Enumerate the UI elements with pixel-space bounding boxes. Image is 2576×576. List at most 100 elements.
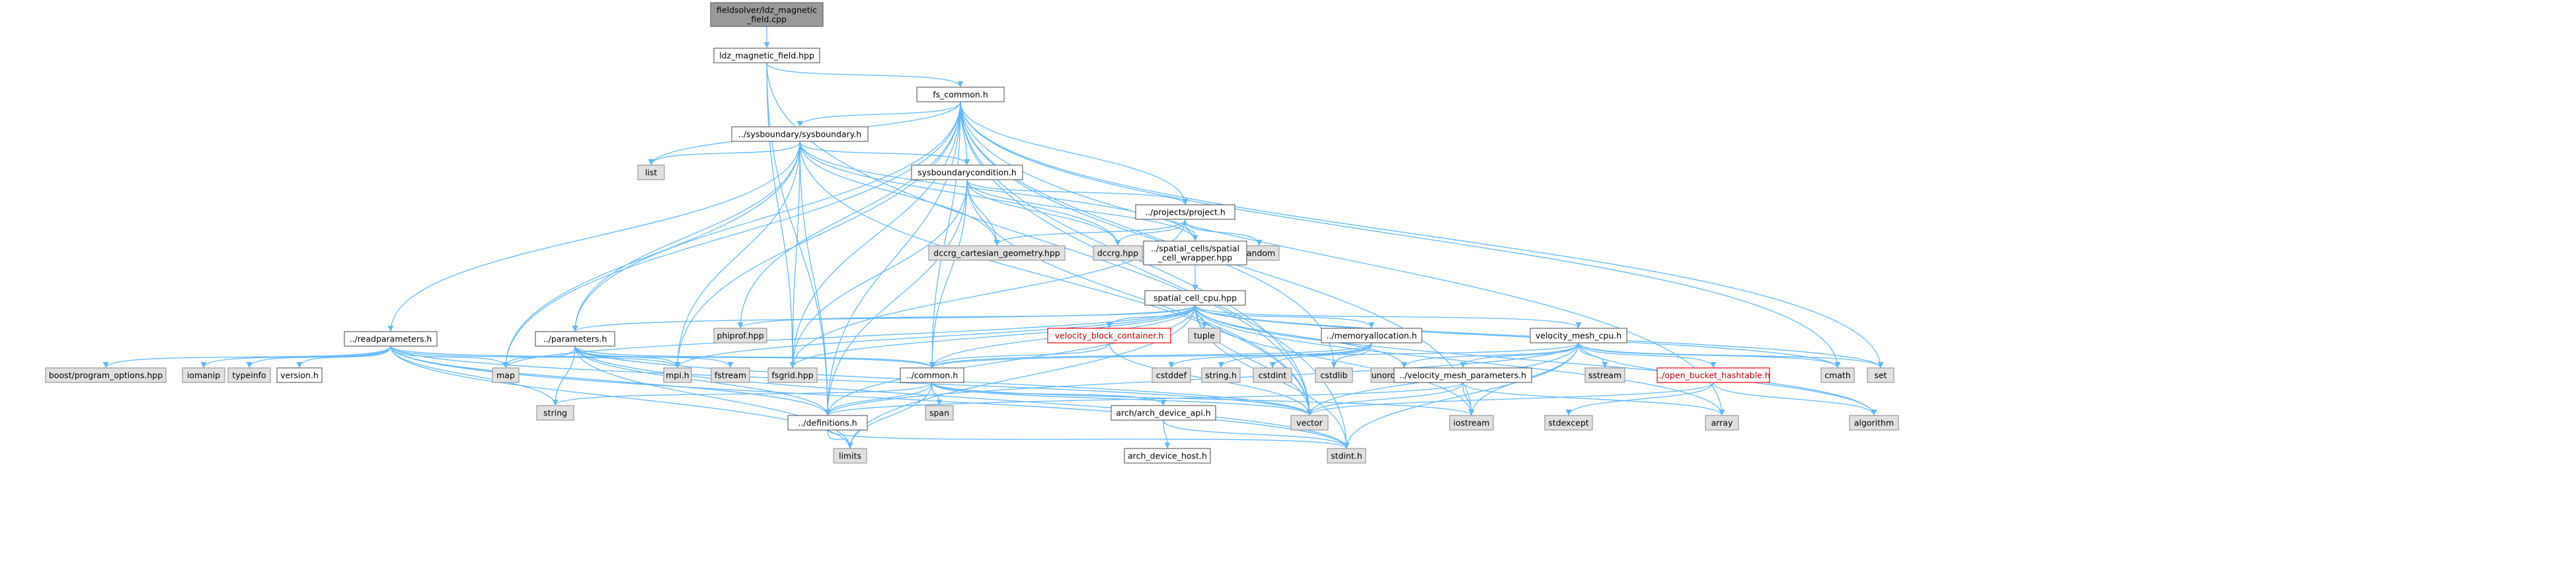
edge-fscommon-to-fsgrid xyxy=(789,101,961,369)
node-label: stdexcept xyxy=(1548,418,1588,428)
node-box xyxy=(1327,448,1366,464)
edge-spatialcpu-to-umap xyxy=(1194,305,1407,369)
node-label: ../open_bucket_hashtable.h xyxy=(1657,371,1770,380)
node-box xyxy=(45,367,167,383)
edge-readparams-to-iomanip xyxy=(200,345,391,369)
node-projects-project-h[interactable]: ../projects/project.h xyxy=(1135,204,1235,220)
edge-params-to-definitions xyxy=(574,345,831,416)
edge-spatialcpu-to-mpi xyxy=(674,305,1196,369)
edge-definitions-to-limits xyxy=(827,429,853,449)
edge-spatialcpu-to-fsgrid xyxy=(789,305,1196,369)
edge-sysboundary-to-sbcond xyxy=(799,141,970,166)
node-sysboundarycondition-h[interactable]: sysboundarycondition.h xyxy=(911,164,1023,180)
node-box xyxy=(1530,328,1627,343)
edge-readparams-to-string xyxy=(390,345,559,406)
edge-params-to-map xyxy=(502,345,576,369)
node-label: ../velocity_mesh_parameters.h xyxy=(1399,371,1526,380)
edge-fscommon-to-stdint xyxy=(960,101,1350,449)
node-box xyxy=(713,48,820,63)
node-spatial-cell-cpu-hpp[interactable]: spatial_cell_cpu.hpp xyxy=(1144,290,1246,306)
node-iomanip: iomanip xyxy=(182,367,225,383)
edge-readparams-to-version xyxy=(296,345,391,369)
node-box xyxy=(1151,367,1191,383)
node-memoryallocation-h[interactable]: ../memoryallocation.h xyxy=(1321,328,1423,343)
edge-readparams-to-boostpo xyxy=(102,345,391,369)
node-box xyxy=(637,164,665,180)
node-label: cmath xyxy=(1824,371,1851,380)
node-box xyxy=(1449,415,1494,431)
edge-sysboundary-to-list xyxy=(648,141,800,166)
node-label: set xyxy=(1874,371,1887,380)
node-map: map xyxy=(492,367,520,383)
node-velocity-block-container-h[interactable]: velocity_block_container.h xyxy=(1047,328,1171,343)
node-label: _cell_wrapper.hpp xyxy=(1157,253,1232,263)
edge-spatialcpu-to-definitions xyxy=(824,305,1196,416)
edge-spatialcpu-to-array xyxy=(1194,305,1725,416)
node-box xyxy=(1201,367,1241,383)
node-string-h: string.h xyxy=(1201,367,1241,383)
node-fieldsolver-ldz-magnetic-field-cpp[interactable]: fieldsolver/ldz_magnetic_field.cpp xyxy=(710,2,824,27)
node-dccrg-cartesian-geometry-hpp: dccrg_cartesian_geometry.hpp xyxy=(928,245,1066,261)
node-box xyxy=(344,331,438,347)
node-list: list xyxy=(637,164,665,180)
node-label: _field.cpp xyxy=(746,15,787,24)
edge-obh-to-stdexcept xyxy=(1565,382,1714,416)
node-label: stdint.h xyxy=(1331,451,1362,461)
node-arch-device-host-h[interactable]: arch_device_host.h xyxy=(1124,448,1211,464)
node-arch-arch-device-api-h[interactable]: arch/arch_device_api.h xyxy=(1111,405,1216,421)
node-box xyxy=(1135,204,1235,220)
node-label: arch/arch_device_api.h xyxy=(1116,408,1210,418)
node-box xyxy=(1321,328,1423,343)
node-ldz-magnetic-field-hpp[interactable]: ldz_magnetic_field.hpp xyxy=(713,48,820,63)
node-label: boost/program_options.hpp xyxy=(49,371,163,380)
node-label: array xyxy=(1711,418,1733,428)
node-version-h[interactable]: version.h xyxy=(276,367,323,383)
node-label: span xyxy=(929,408,949,418)
node-open-bucket-hashtable-h[interactable]: ../open_bucket_hashtable.h xyxy=(1657,367,1770,383)
node-box xyxy=(276,367,323,383)
edge-sbcond-to-definitions xyxy=(824,179,968,416)
node-label: velocity_mesh_cpu.h xyxy=(1536,331,1621,341)
node-box xyxy=(1867,367,1894,383)
node-string: string xyxy=(536,405,574,421)
node-parameters-h[interactable]: ../parameters.h xyxy=(535,331,615,347)
node-label: vector xyxy=(1296,418,1323,428)
node-label: cstddef xyxy=(1156,371,1187,380)
node-label: string xyxy=(543,408,567,418)
node-velocity-mesh-cpu-h[interactable]: velocity_mesh_cpu.h xyxy=(1530,328,1627,343)
node-label: ../readparameters.h xyxy=(350,334,432,344)
node-fsgrid-hpp: fsgrid.hpp xyxy=(767,367,818,383)
node-velocity-mesh-parameters-h[interactable]: ../velocity_mesh_parameters.h xyxy=(1393,367,1532,383)
node-label: ../projects/project.h xyxy=(1145,207,1226,217)
node-sysboundary-sysboundary-h[interactable]: ../sysboundary/sysboundary.h xyxy=(731,126,869,142)
edge-sysboundary-to-definitions xyxy=(799,141,831,416)
node-mpi-h: mpi.h xyxy=(663,367,692,383)
edge-sysboundary-to-dccrgcart xyxy=(799,141,1000,246)
edge-common-to-vector xyxy=(931,382,1313,416)
node-readparameters-h[interactable]: ../readparameters.h xyxy=(344,331,438,347)
node-random: random xyxy=(1239,245,1280,261)
edge-sysboundary-to-map xyxy=(502,141,800,369)
node-phiprof-hpp: phiprof.hpp xyxy=(713,328,767,343)
edge-fscommon-to-set xyxy=(960,101,1884,369)
node-definitions-h[interactable]: ../definitions.h xyxy=(787,415,868,431)
node-box xyxy=(900,367,964,383)
node-label: limits xyxy=(839,451,861,461)
edge-ldz-to-fscommon xyxy=(766,62,964,88)
edge-readparams-to-typeinfo xyxy=(246,345,391,369)
edge-sbcond-to-fsgrid xyxy=(789,179,968,369)
node-fs-common-h[interactable]: fs_common.h xyxy=(916,87,1005,102)
node-label: ../spatial_cells/spatial xyxy=(1151,244,1239,254)
node-box xyxy=(1093,245,1143,261)
node-box xyxy=(1124,448,1211,464)
node-box xyxy=(182,367,225,383)
node-sstream: sstream xyxy=(1584,367,1625,383)
node-label: fs_common.h xyxy=(933,90,988,100)
edge-spatialcpu-to-params xyxy=(572,305,1196,332)
node-common-h[interactable]: ../common.h xyxy=(900,367,964,383)
node-spatial-cells-spatial-cell-wrapper-hpp[interactable]: ../spatial_cells/spatial_cell_wrapper.hp… xyxy=(1143,240,1247,266)
edge-spatialcpu-to-limits xyxy=(847,305,1196,449)
edge-project-to-dccrgcart xyxy=(994,219,1186,246)
node-set: set xyxy=(1867,367,1894,383)
